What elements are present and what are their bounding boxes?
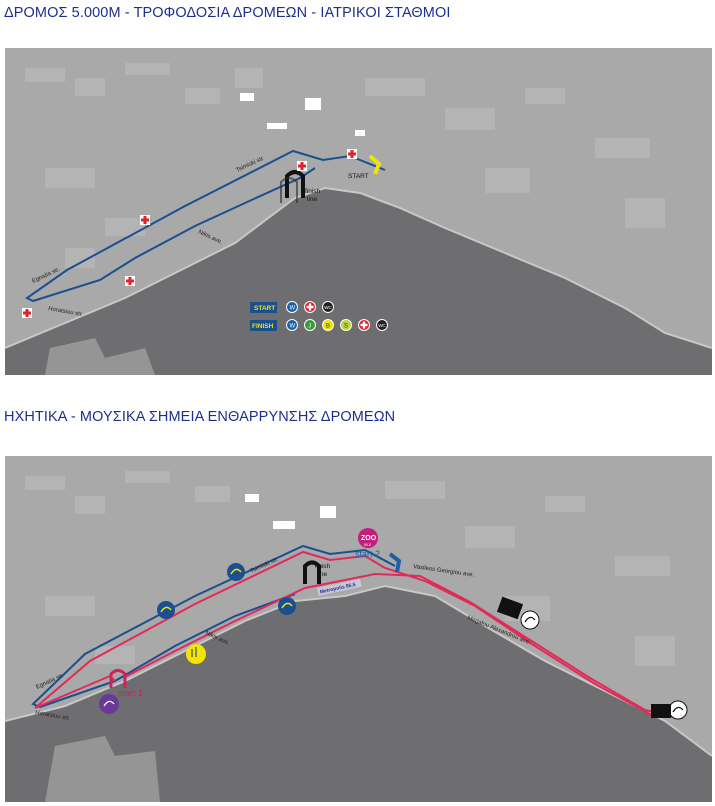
medical-station (22, 308, 32, 318)
svg-text:WC: WC (378, 323, 386, 328)
city-blocks (25, 471, 675, 666)
music-stage-block (496, 596, 524, 620)
legend: START W WC FINISH W J B S WC (250, 301, 388, 331)
start-label: START (348, 173, 369, 180)
port-area (45, 338, 155, 375)
music-point-icon (227, 563, 245, 581)
svg-text:ZOO: ZOO (361, 535, 377, 542)
svg-text:WC: WC (324, 305, 332, 310)
music-point-icon (186, 644, 206, 664)
juice-icon: J (304, 319, 316, 331)
port-area (45, 736, 160, 802)
music-point-icon (99, 694, 119, 714)
street-nikis: Nikis ave. (197, 229, 223, 246)
medical-cross-icon (304, 301, 316, 313)
medical-station (297, 161, 307, 171)
music-stage-block (651, 704, 671, 718)
music-map: start 2 start 1 finish line ZOO 90.8 Met… (5, 456, 712, 802)
city-blocks (25, 63, 665, 268)
svg-text:W: W (290, 324, 296, 330)
medical-station (347, 149, 357, 159)
start-marker (368, 154, 382, 175)
legend-finish-box (250, 320, 277, 331)
route-5k-line (25, 149, 386, 303)
finish-line-label-2: line (317, 571, 328, 578)
section-title-music: ΗΧΗΤΙΚΑ - ΜΟΥΣΙΚΑ ΣΗΜΕΙΑ ΕΝΘΑΡΡΥΝΣΗΣ ΔΡΟ… (4, 409, 396, 425)
start-2-label: start 2 (355, 549, 380, 559)
finish-arch (303, 560, 321, 584)
legend-start-label: START (254, 305, 275, 312)
start-1-marker (109, 669, 127, 688)
music-point-icon (157, 601, 175, 619)
sponge-icon: S (340, 319, 352, 331)
route-10k-line (34, 550, 684, 719)
route-5k-line (31, 544, 396, 709)
svg-text:S: S (344, 324, 348, 330)
route-map-svg: START finish line Tsimiski str. Nikis av… (5, 63, 712, 375)
svg-text:B: B (326, 324, 330, 330)
route-map: START finish line Tsimiski str. Nikis av… (5, 48, 712, 375)
finish-line-label-1: finish (305, 188, 321, 195)
finish-arch (285, 170, 305, 198)
sea-area (5, 188, 712, 375)
music-map-svg: start 2 start 1 finish line ZOO 90.8 Met… (5, 471, 712, 802)
svg-text:J: J (308, 324, 311, 330)
wc-icon: WC (376, 319, 388, 331)
wc-icon: WC (322, 301, 334, 313)
medical-station (140, 215, 150, 225)
music-point-icon (668, 700, 688, 720)
legend-finish-label: FINISH (252, 323, 274, 330)
start-2-marker (388, 552, 402, 573)
water-icon: W (286, 301, 298, 313)
water-icon: W (286, 319, 298, 331)
landmark-shapes (240, 93, 365, 136)
medical-station (125, 276, 135, 286)
street-horatsiou: Horatsiou str. (48, 306, 84, 318)
start-1-label: start 1 (118, 688, 143, 698)
medical-cross-icon (358, 319, 370, 331)
zoo-radio-icon: ZOO 90.8 (358, 528, 378, 548)
sea-area (5, 586, 712, 802)
coast-line (5, 584, 712, 757)
coast-line (5, 186, 712, 349)
landmark-shapes (245, 494, 336, 529)
svg-text:W: W (290, 306, 296, 312)
legend-start-box (250, 302, 277, 313)
street-tsimiski: Tsimiski str. (235, 155, 266, 174)
street-egnatia: Egnatia str. (31, 267, 61, 285)
banana-icon: B (322, 319, 334, 331)
music-point-icon (520, 610, 540, 630)
finish-line-label-1: finish (315, 563, 331, 570)
music-point-icon (278, 597, 296, 615)
svg-text:90.8: 90.8 (364, 543, 371, 547)
finish-line-label-2: line (307, 196, 318, 203)
section-title-route: ΔΡΟΜΟΣ 5.000Μ - ΤΡΟΦΟΔΟΣΙΑ ΔΡΟΜΕΩΝ - ΙΑΤ… (4, 5, 451, 21)
